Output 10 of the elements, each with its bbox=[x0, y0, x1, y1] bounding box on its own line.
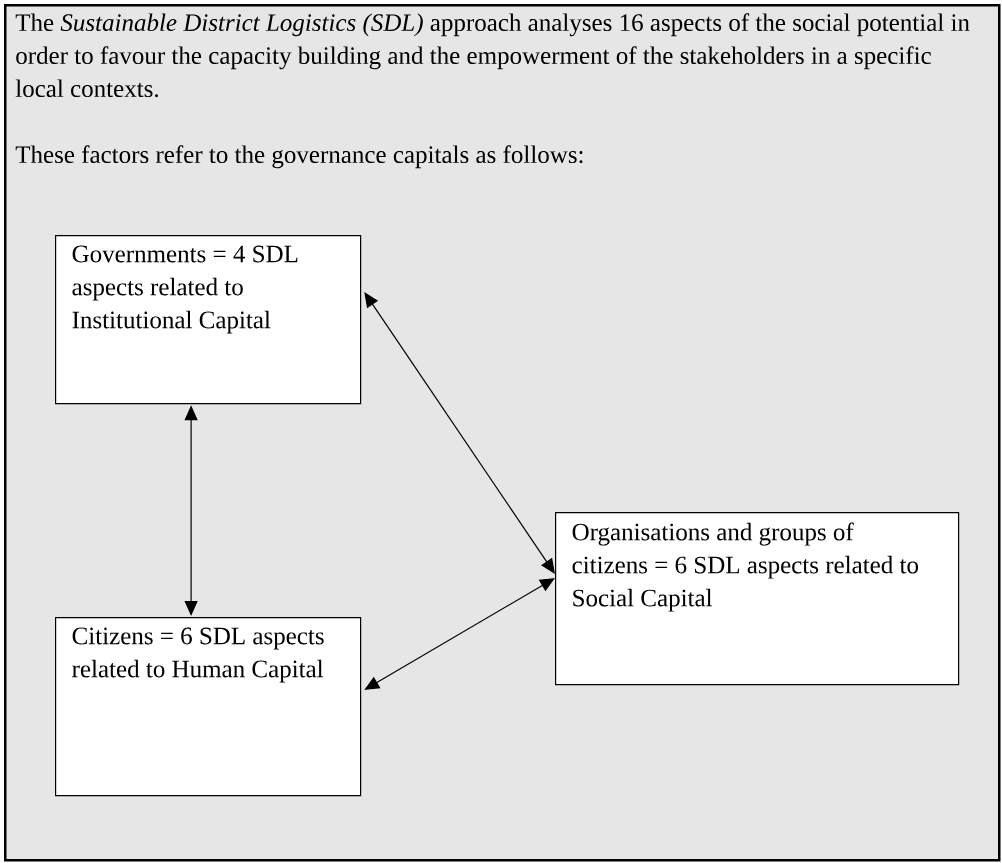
box-text: Citizens = 6 SDL aspects related to Human Capital bbox=[72, 627, 324, 683]
paragraph: The Sustainable District Logistics (SDL) approach analyses 16 aspects of the social potential in order to favour the capacity building and the empowerment of the stakeholders in a specific local contexts. bbox=[15, 13, 970, 98]
paragraph: These factors refer to the governance capitals as follows: bbox=[15, 145, 583, 169]
box-text: Governments = 4 SDL aspects related to Institutional Capital bbox=[72, 245, 298, 334]
arrow bbox=[364, 578, 555, 690]
process-box bbox=[55, 235, 362, 405]
process-box bbox=[55, 617, 362, 797]
box-text: Organisations and groups of citizens = 6 SDL aspects related to Social Capital bbox=[572, 522, 918, 612]
arrow bbox=[364, 292, 555, 574]
process-box bbox=[555, 512, 960, 686]
